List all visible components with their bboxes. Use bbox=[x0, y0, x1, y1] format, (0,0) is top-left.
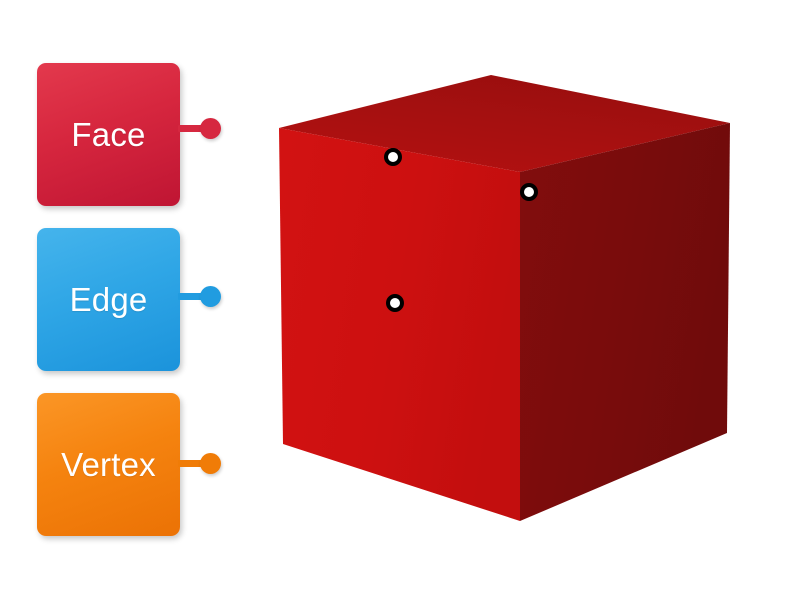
label-card-edge[interactable]: Edge bbox=[37, 228, 180, 371]
connector-line-vertex bbox=[178, 460, 208, 467]
connector-dot-vertex[interactable] bbox=[200, 453, 221, 474]
cube-top-face[interactable] bbox=[279, 75, 730, 172]
connector-line-edge bbox=[178, 293, 208, 300]
connector-dot-edge[interactable] bbox=[200, 286, 221, 307]
marker-vertex[interactable] bbox=[520, 183, 538, 201]
label-card-face-text: Face bbox=[71, 116, 146, 153]
connector-dot-face[interactable] bbox=[200, 118, 221, 139]
label-card-vertex[interactable]: Vertex bbox=[37, 393, 180, 536]
marker-edge[interactable] bbox=[384, 148, 402, 166]
marker-face[interactable] bbox=[386, 294, 404, 312]
cube-right-face[interactable] bbox=[520, 123, 730, 521]
label-card-face[interactable]: Face bbox=[37, 63, 180, 206]
connector-line-face bbox=[178, 125, 208, 132]
label-card-vertex-text: Vertex bbox=[61, 446, 156, 483]
cube-front-face[interactable] bbox=[279, 128, 520, 521]
label-card-edge-text: Edge bbox=[69, 281, 148, 318]
